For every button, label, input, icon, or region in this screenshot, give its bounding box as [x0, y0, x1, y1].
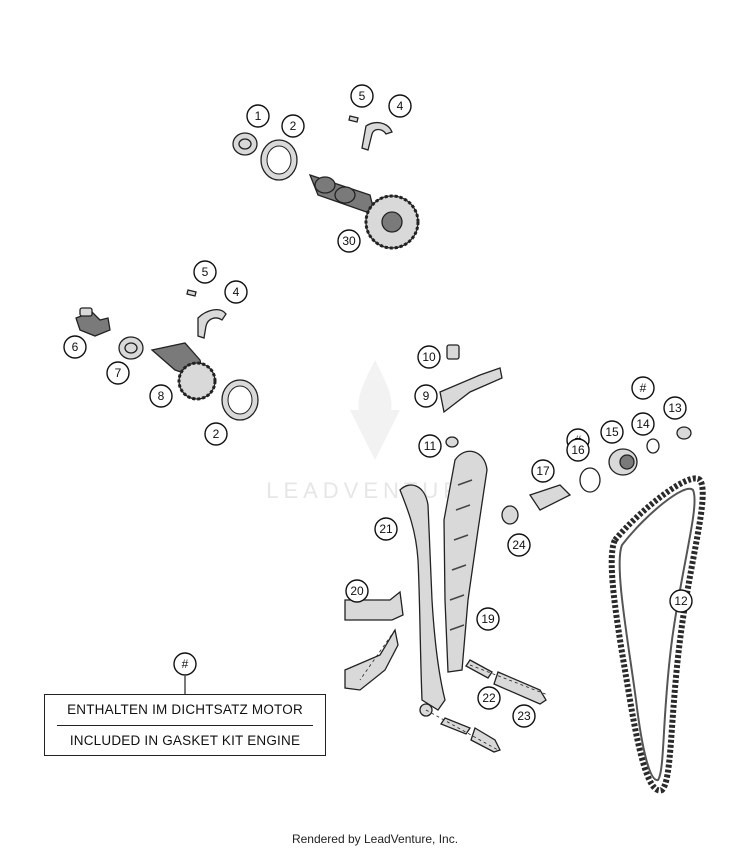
svg-text:13: 13	[668, 401, 682, 415]
svg-text:#: #	[640, 381, 647, 395]
svg-text:20: 20	[350, 584, 364, 598]
footer-credit: Rendered by LeadVenture, Inc.	[291, 832, 459, 846]
callout-1[interactable]: 1	[246, 104, 270, 128]
svg-text:2: 2	[213, 427, 220, 441]
callout-14[interactable]: 14	[631, 412, 655, 436]
callout-30[interactable]: 30	[337, 229, 361, 253]
watermark-logo	[350, 360, 400, 460]
callout-4-lower[interactable]: 4	[224, 280, 248, 304]
callout-10[interactable]: 10	[417, 345, 441, 369]
svg-text:7: 7	[115, 366, 122, 380]
svg-text:1: 1	[255, 109, 262, 123]
svg-text:21: 21	[379, 522, 393, 536]
legend-line-english: INCLUDED IN GASKET KIT ENGINE	[69, 733, 301, 748]
guide-rail-upper	[439, 344, 503, 448]
svg-text:30: 30	[342, 234, 356, 248]
callout-4[interactable]: 4	[388, 94, 412, 118]
svg-text:4: 4	[397, 99, 404, 113]
callout-22[interactable]: 22	[477, 686, 501, 710]
svg-text:23: 23	[517, 709, 531, 723]
gasket-kit-legend: ENTHALTEN IM DICHTSATZ MOTOR INCLUDED IN…	[44, 694, 326, 756]
svg-text:10: 10	[422, 350, 436, 364]
callout-2[interactable]: 2	[281, 114, 305, 138]
tensioner-rail	[399, 484, 446, 717]
callout-17[interactable]: 17	[531, 459, 555, 483]
svg-text:15: 15	[605, 425, 619, 439]
guide-rail	[443, 450, 488, 673]
svg-text:5: 5	[202, 265, 209, 279]
callout-5[interactable]: 5	[350, 84, 374, 108]
svg-text:8: 8	[158, 389, 165, 403]
svg-text:17: 17	[536, 464, 550, 478]
legend-divider	[57, 725, 313, 726]
callout-11[interactable]: 11	[418, 434, 442, 458]
callout-20[interactable]: 20	[345, 579, 369, 603]
callout-9[interactable]: 9	[414, 384, 438, 408]
watermark: LEADVENTURE	[266, 478, 484, 503]
callout-15[interactable]: 15	[600, 420, 624, 444]
callout-hash-legend[interactable]: #	[173, 652, 197, 676]
legend-line-german: ENTHALTEN IM DICHTSATZ MOTOR	[67, 702, 303, 717]
svg-text:#: #	[182, 657, 189, 671]
timing-chain	[608, 475, 706, 794]
callout-hash-14[interactable]: #	[631, 376, 655, 400]
leader-lines	[184, 629, 549, 751]
svg-text:2: 2	[290, 119, 297, 133]
callout-12[interactable]: 12	[669, 589, 693, 613]
svg-text:5: 5	[359, 89, 366, 103]
svg-text:24: 24	[512, 538, 526, 552]
svg-text:14: 14	[636, 417, 650, 431]
svg-text:11: 11	[424, 439, 437, 453]
svg-text:22: 22	[482, 691, 496, 705]
chain-slide	[344, 590, 404, 691]
svg-text:16: 16	[571, 443, 585, 457]
callout-21[interactable]: 21	[374, 517, 398, 541]
callout-5-lower[interactable]: 5	[193, 260, 217, 284]
svg-text:4: 4	[233, 285, 240, 299]
chain-tensioner	[501, 426, 692, 525]
callout-24[interactable]: 24	[507, 533, 531, 557]
callout-6[interactable]: 6	[63, 335, 87, 359]
camshaft-upper	[232, 115, 420, 250]
callout-19[interactable]: 19	[476, 607, 500, 631]
callout-8[interactable]: 8	[149, 384, 173, 408]
callout-13[interactable]: 13	[663, 396, 687, 420]
svg-text:9: 9	[423, 389, 430, 403]
callout-7[interactable]: 7	[106, 361, 130, 385]
camshaft-lower	[75, 289, 259, 421]
callouts: 1 2 5 4 30 5 4 6 7 8 2 10 9 11 # 14 13 #…	[63, 84, 693, 728]
callout-16[interactable]: 16	[566, 438, 590, 462]
callout-2-lower[interactable]: 2	[204, 422, 228, 446]
svg-text:6: 6	[72, 340, 79, 354]
svg-text:12: 12	[674, 594, 688, 608]
callout-23[interactable]: 23	[512, 704, 536, 728]
svg-text:19: 19	[481, 612, 495, 626]
